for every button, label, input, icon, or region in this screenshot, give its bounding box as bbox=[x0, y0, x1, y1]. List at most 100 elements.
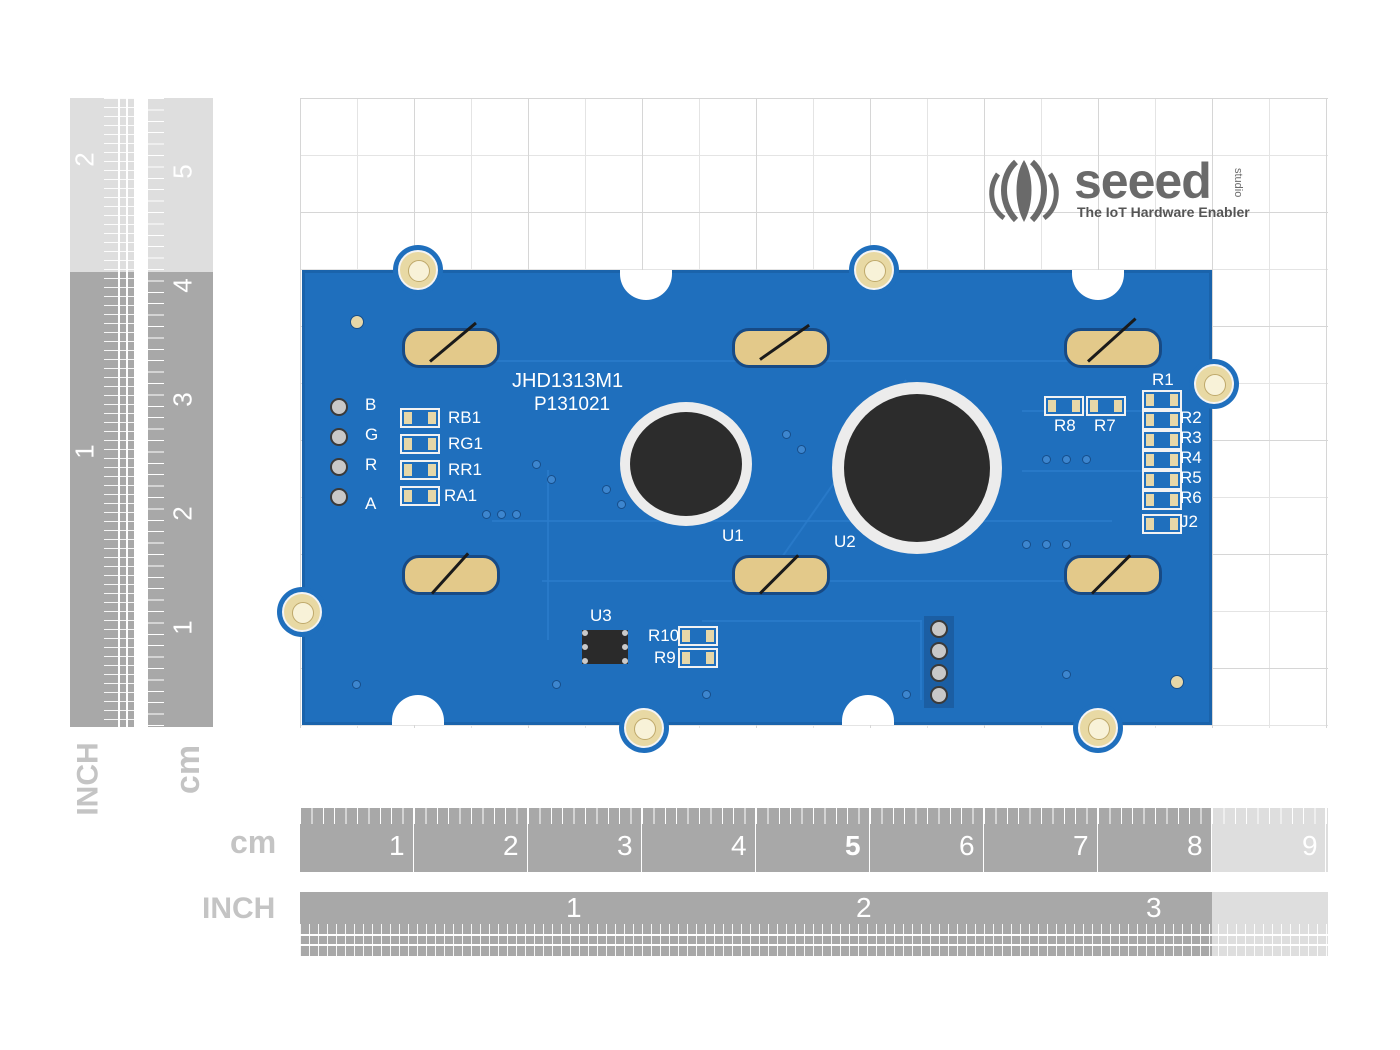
left-cm-number-5: 5 bbox=[167, 164, 198, 179]
smd-resistor bbox=[400, 408, 440, 428]
connector-label-g: G bbox=[365, 425, 379, 444]
seeed-logo: seeed studio The IoT Hardware Enabler bbox=[986, 153, 1286, 228]
bottom-inch-numbers: 1 2 3 bbox=[300, 892, 1328, 932]
smd-resistor bbox=[400, 486, 440, 506]
via bbox=[352, 680, 361, 689]
brand-tagline: The IoT Hardware Enabler bbox=[1077, 204, 1250, 220]
left-cm-ruler-ticks bbox=[148, 98, 164, 727]
cm-number-9: 9 bbox=[1302, 830, 1318, 861]
resistor-label-r9: R9 bbox=[654, 648, 676, 667]
pcb-trace bbox=[492, 520, 1112, 522]
via bbox=[532, 460, 541, 469]
mounting-hole bbox=[398, 250, 438, 290]
brand-name: seeed bbox=[1074, 153, 1212, 209]
mounting-hole bbox=[624, 708, 664, 748]
connector-pin bbox=[330, 458, 348, 476]
solder-pad bbox=[732, 555, 830, 595]
cm-number-7: 7 bbox=[1073, 830, 1089, 861]
smd-resistor bbox=[1044, 396, 1084, 416]
cm-number-5: 5 bbox=[845, 830, 861, 861]
chip-u3 bbox=[582, 630, 628, 664]
resistor-label-rr1: RR1 bbox=[448, 460, 483, 479]
via bbox=[350, 315, 364, 329]
cm-number-8: 8 bbox=[1187, 830, 1203, 861]
via bbox=[482, 510, 491, 519]
smd-resistor bbox=[400, 434, 440, 454]
connector-pin bbox=[330, 428, 348, 446]
resistor-label-r8: R8 bbox=[1054, 416, 1076, 435]
resistor-label-ra1: RA1 bbox=[444, 486, 478, 505]
bottom-cm-numbers: 1 2 3 4 5 6 7 8 9 bbox=[300, 808, 1328, 872]
via bbox=[602, 485, 611, 494]
connector-pin bbox=[330, 488, 348, 506]
via bbox=[512, 510, 521, 519]
cm-number-3: 3 bbox=[617, 830, 633, 861]
left-inch-ruler-line2 bbox=[126, 98, 128, 727]
connector-pin bbox=[930, 664, 948, 682]
resistor-label-rb1: RB1 bbox=[448, 408, 482, 427]
cm-number-2: 2 bbox=[503, 830, 519, 861]
smd-resistor bbox=[678, 626, 718, 646]
solder-pad bbox=[402, 555, 500, 595]
via bbox=[1062, 540, 1071, 549]
left-inch-ruler-line bbox=[118, 98, 120, 727]
resistor-label-r2: R2 bbox=[1180, 408, 1202, 427]
left-inch-label: INCH bbox=[71, 742, 105, 816]
via bbox=[552, 680, 561, 689]
via bbox=[1042, 455, 1051, 464]
smd-resistor bbox=[1142, 490, 1182, 510]
inch-number-3: 3 bbox=[1146, 892, 1162, 923]
bottom-inch-label: INCH bbox=[202, 892, 276, 925]
resistor-label-r1: R1 bbox=[1152, 370, 1174, 389]
resistor-label-r4: R4 bbox=[1180, 448, 1202, 467]
lcd-pcb-board: JHD1313M1 P131021 B G R A RB1 RG1 RR1 RA… bbox=[302, 270, 1212, 725]
chip-label-u3: U3 bbox=[590, 606, 612, 625]
buzzer-u1 bbox=[620, 402, 752, 526]
brand-suffix: studio bbox=[1232, 168, 1244, 198]
connector-pin bbox=[930, 686, 948, 704]
cm-number-1: 1 bbox=[389, 830, 405, 861]
bottom-cm-label: cm bbox=[230, 824, 277, 860]
left-cm-number-2: 2 bbox=[167, 506, 198, 521]
bottom-inch-ruler-ticks bbox=[300, 924, 1328, 956]
pcb-trace bbox=[547, 470, 549, 640]
connector-label-b: B bbox=[365, 395, 377, 414]
via bbox=[797, 445, 806, 454]
bottom-cm-ruler-major-ticks bbox=[300, 808, 1328, 872]
board-notch bbox=[392, 695, 444, 725]
mounting-hole bbox=[1194, 364, 1234, 404]
resistor-label-r6: R6 bbox=[1180, 488, 1202, 507]
via bbox=[782, 430, 791, 439]
smd-resistor bbox=[1086, 396, 1126, 416]
board-model-text: JHD1313M1 bbox=[512, 370, 624, 392]
seeed-logo-icon bbox=[989, 159, 1059, 223]
jumper-label-j2: J2 bbox=[1180, 512, 1198, 531]
chip-label-u2: U2 bbox=[834, 532, 856, 551]
smd-resistor bbox=[1142, 390, 1182, 410]
left-cm-number-1: 1 bbox=[167, 620, 198, 635]
via bbox=[1062, 670, 1071, 679]
resistor-label-r10: R10 bbox=[648, 626, 680, 645]
solder-pad bbox=[402, 328, 500, 368]
via bbox=[902, 690, 911, 699]
resistor-label-r5: R5 bbox=[1180, 468, 1202, 487]
connector-pin bbox=[330, 398, 348, 416]
smd-resistor bbox=[1142, 430, 1182, 450]
smd-jumper bbox=[1142, 514, 1182, 534]
resistor-label-r3: R3 bbox=[1180, 428, 1202, 447]
left-cm-number-4: 4 bbox=[167, 278, 198, 293]
smd-resistor bbox=[1142, 410, 1182, 430]
bottom-inch-line bbox=[300, 934, 1328, 936]
via bbox=[1042, 540, 1051, 549]
via bbox=[702, 690, 711, 699]
board-notch bbox=[842, 695, 894, 725]
left-inch-number-1: 1 bbox=[69, 444, 100, 459]
cm-number-4: 4 bbox=[731, 830, 747, 861]
via bbox=[497, 510, 506, 519]
solder-pad bbox=[732, 328, 830, 368]
mounting-hole bbox=[282, 592, 322, 632]
connector-label-a: A bbox=[365, 494, 377, 513]
pcb-trace bbox=[1022, 470, 1142, 472]
mounting-hole bbox=[854, 250, 894, 290]
left-cm-number-3: 3 bbox=[167, 392, 198, 407]
